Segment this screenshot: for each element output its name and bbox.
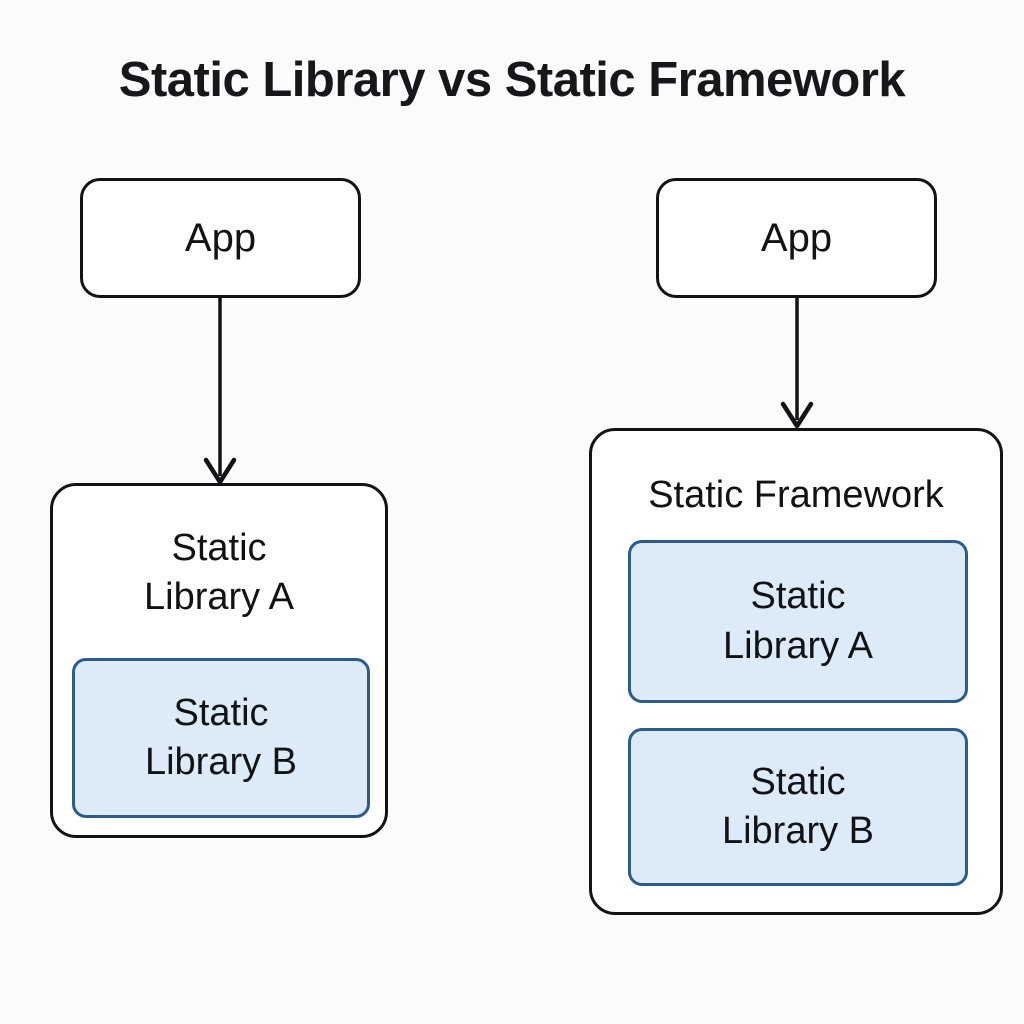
arrow-app-to-static-framework <box>780 296 814 429</box>
static-library-b-right-label: Static Library B <box>721 760 875 852</box>
app-node-right-label: App <box>760 215 833 260</box>
app-node-left[interactable]: App <box>80 178 361 298</box>
static-library-a-right-label: Static Library A <box>723 575 873 667</box>
static-library-b-node-right[interactable]: Static Library B <box>628 728 968 886</box>
static-library-b-left-label: Static Library B <box>144 691 298 783</box>
page-title: Static Library vs Static Framework <box>118 53 906 107</box>
static-library-b-node-left[interactable]: Static Library B <box>72 658 370 818</box>
app-node-left-label: App <box>184 215 257 260</box>
static-framework-label: Static Framework <box>648 474 944 516</box>
static-library-a-node-right[interactable]: Static Library A <box>628 540 968 703</box>
static-library-a-left-label: Static Library A <box>144 527 294 619</box>
arrow-app-to-static-library-a <box>203 296 237 485</box>
app-node-right[interactable]: App <box>656 178 937 298</box>
